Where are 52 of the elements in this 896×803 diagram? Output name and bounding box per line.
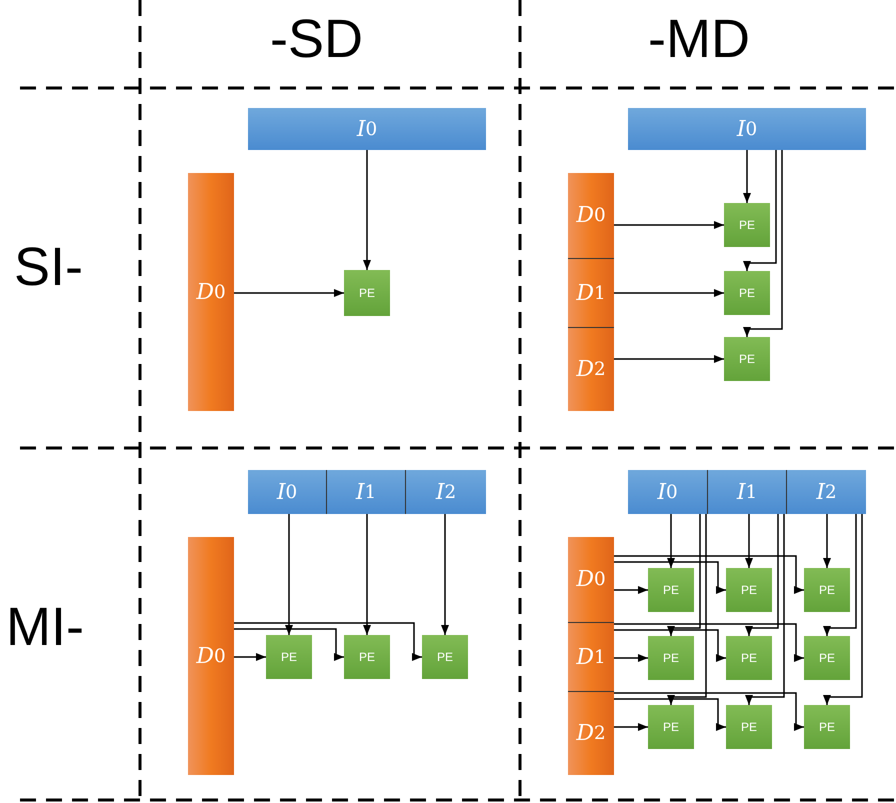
arrow — [745, 514, 779, 636]
processing-element-box: PE — [726, 636, 772, 680]
column-heading: -SD — [270, 12, 363, 66]
arrow — [614, 289, 724, 297]
arrow — [667, 514, 707, 705]
arrow — [823, 514, 857, 636]
processing-element-box: PE — [648, 568, 694, 612]
arrow — [667, 514, 675, 568]
arrow — [614, 623, 804, 662]
arrow — [743, 150, 777, 271]
arrow — [614, 555, 804, 594]
processing-element-box: PE — [804, 568, 850, 612]
arrow — [614, 629, 726, 662]
processing-element-box: PE — [266, 635, 312, 679]
arrow — [363, 514, 371, 635]
arrow — [823, 514, 863, 705]
processing-element-box: PE — [344, 635, 390, 679]
arrow — [234, 653, 266, 661]
arrow — [745, 514, 753, 568]
arrow — [234, 628, 344, 661]
processing-element-box: PE — [422, 635, 468, 679]
arrow — [614, 698, 726, 731]
row-heading: MI- — [6, 600, 84, 654]
processing-element-box: PE — [804, 705, 850, 749]
processing-element-box: PE — [804, 636, 850, 680]
processing-element-box: PE — [724, 337, 770, 381]
processing-element-box: PE — [724, 203, 770, 247]
arrow — [441, 514, 449, 635]
arrow — [614, 355, 724, 363]
arrow — [234, 622, 422, 661]
arrow — [363, 150, 371, 270]
arrow — [614, 586, 648, 594]
arrow — [614, 654, 648, 662]
processing-element-box: PE — [726, 705, 772, 749]
arrow — [285, 514, 293, 635]
processing-element-box: PE — [648, 705, 694, 749]
row-heading: SI- — [14, 240, 84, 294]
column-heading: -MD — [648, 12, 750, 66]
arrow — [614, 692, 804, 731]
processing-element-box: PE — [648, 636, 694, 680]
arrow — [614, 561, 726, 594]
processing-element-box: PE — [724, 271, 770, 315]
arrow — [234, 289, 344, 297]
arrow — [614, 723, 648, 731]
arrow — [667, 514, 701, 636]
arrow — [614, 221, 724, 229]
processing-element-box: PE — [344, 270, 390, 316]
arrow — [743, 150, 783, 337]
arrow — [745, 514, 785, 705]
arrow — [743, 150, 751, 203]
processing-element-box: PE — [726, 568, 772, 612]
arrow — [823, 514, 831, 568]
